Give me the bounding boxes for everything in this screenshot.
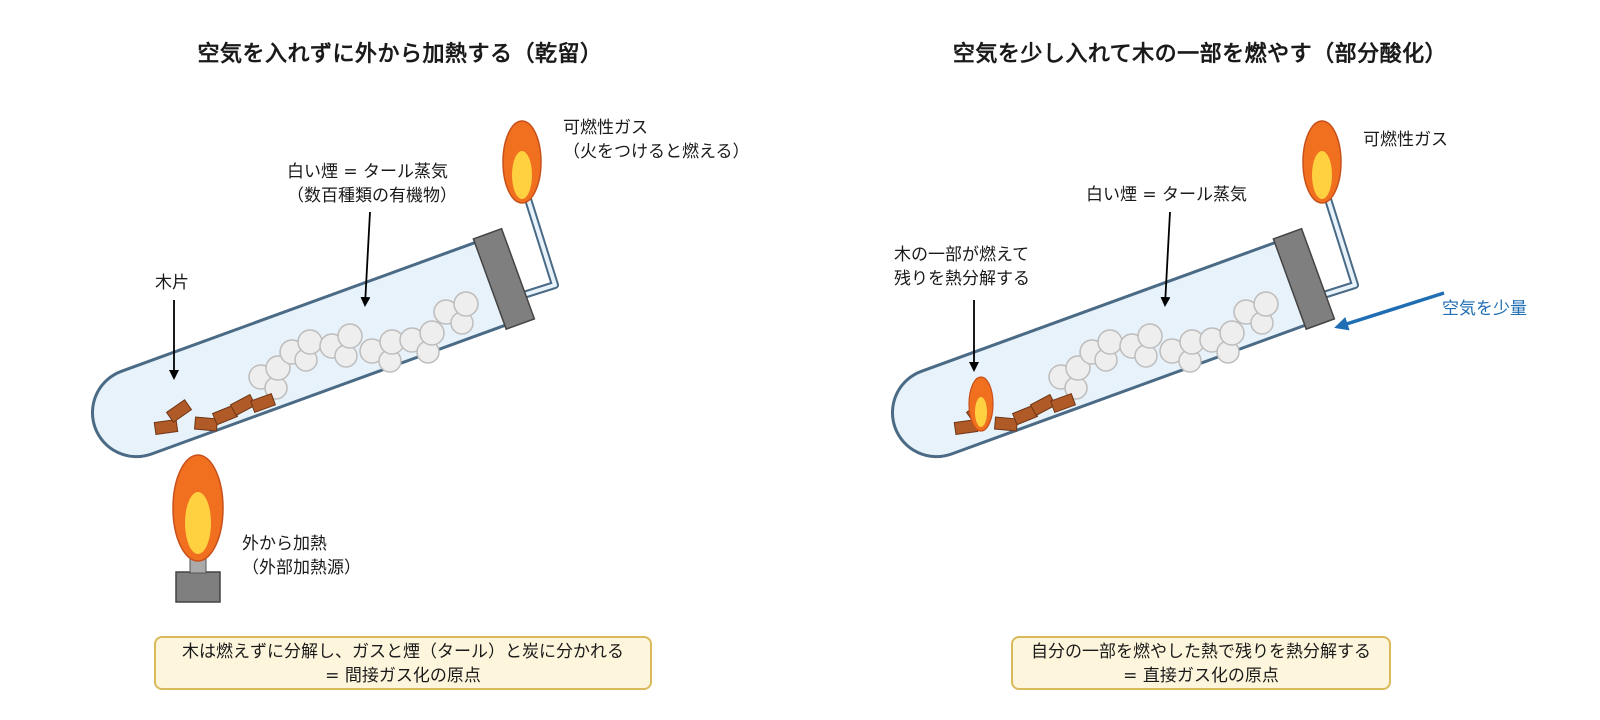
gas-outlet-pipe	[510, 176, 559, 302]
label-wood: 木片	[155, 273, 189, 293]
left-panel-dry-distillation: 空気を入れずに外から加熱する（乾留） 木片 白い煙 = タール蒸気 （数百種類の…	[90, 42, 750, 690]
right-note-line2: = 直接ガス化の原点	[1123, 666, 1279, 686]
external-burner	[172, 454, 224, 603]
smoke-arrow-right	[1160, 211, 1171, 307]
right-note: 自分の一部を燃やした熱で残りを熱分解する = 直接ガス化の原点	[1011, 636, 1391, 690]
label-smoke: 白い煙 = タール蒸気 （数百種類の有機物）	[287, 160, 457, 208]
tube-stopper	[472, 227, 536, 331]
left-title: 空気を入れずに外から加熱する（乾留）	[197, 42, 603, 67]
left-note-line2: = 間接ガス化の原点	[325, 666, 481, 686]
tube-stopper-right	[1272, 227, 1336, 331]
label-gas-line1: 可燃性ガス	[563, 118, 648, 138]
label-heat-line2: （外部加熱源）	[242, 558, 361, 578]
left-note-line1: 木は燃えずに分解し、ガスと煙（タール）と炭に分かれる	[182, 642, 624, 662]
label-smoke-line1: 白い煙 = タール蒸気	[287, 162, 449, 182]
tar-smoke-right	[1048, 291, 1279, 400]
gas-flame-icon-right	[1302, 120, 1342, 204]
air-inlet-arrow	[1334, 291, 1445, 331]
right-diagram	[890, 120, 1445, 459]
right-title: 空気を少し入れて木の一部を燃やす（部分酸化）	[952, 42, 1448, 67]
smoke-arrow	[360, 211, 371, 307]
wood-chips-right	[953, 392, 1077, 436]
gas-outlet-pipe-right	[1310, 176, 1359, 302]
label-gas: 可燃性ガス （火をつけると燃える）	[563, 116, 750, 164]
label-smoke-right: 白い煙 = タール蒸気	[1086, 185, 1248, 205]
label-air: 空気を少量	[1442, 299, 1527, 319]
label-heat-line1: 外から加熱	[242, 534, 327, 554]
tar-smoke	[248, 291, 479, 400]
right-note-line1: 自分の一部を燃やした熱で残りを熱分解する	[1031, 642, 1371, 662]
label-smoke-line2: （数百種類の有機物）	[287, 186, 457, 206]
left-note: 木は燃えずに分解し、ガスと煙（タール）と炭に分かれる = 間接ガス化の原点	[154, 636, 652, 690]
gas-flame-icon	[502, 120, 542, 204]
label-gas-line2: （火をつけると燃える）	[563, 142, 750, 162]
label-burn-line1: 木の一部が燃えて	[894, 245, 1030, 265]
label-heat: 外から加熱 （外部加熱源）	[242, 532, 361, 580]
label-burn-line2: 残りを熱分解する	[894, 269, 1030, 289]
label-burn: 木の一部が燃えて 残りを熱分解する	[894, 243, 1030, 291]
internal-flame-icon	[968, 376, 994, 432]
label-gas-right: 可燃性ガス	[1363, 130, 1448, 150]
right-panel-partial-oxidation: 空気を少し入れて木の一部を燃やす（部分酸化） 木の一部が燃えて 残りを熱分解する…	[800, 0, 1600, 720]
left-diagram	[90, 120, 559, 603]
wood-chips	[153, 392, 277, 436]
